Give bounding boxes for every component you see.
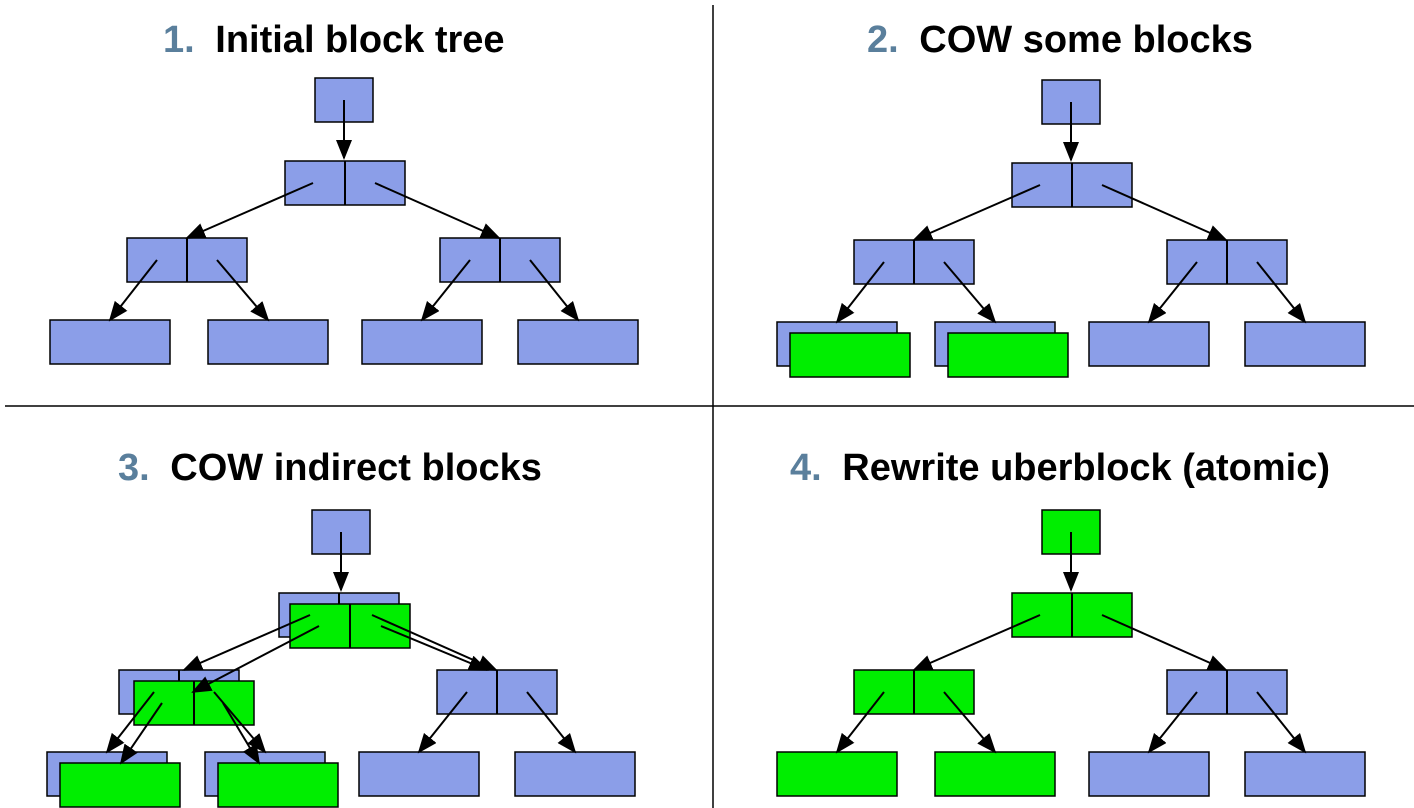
- arrow-left-to-leaf-1: [108, 259, 158, 322]
- leaf-block-3: [1088, 321, 1210, 367]
- leaf-block-2: [207, 319, 329, 365]
- leaf-block-1: [776, 751, 898, 797]
- panel-3-title: 3. COW indirect blocks: [118, 447, 542, 489]
- arrow-right-to-leaf-3: [1147, 261, 1198, 324]
- panel-4-tree: [776, 509, 1366, 797]
- panel-2-label: COW some blocks: [919, 19, 1253, 61]
- leaf-block-3: [361, 319, 483, 365]
- arrow-top-to-left: [182, 614, 311, 671]
- leaf-block-new-2: [947, 332, 1069, 378]
- arrow-left-to-leaf-2: [943, 261, 997, 324]
- panel-2-tree: [776, 79, 1366, 378]
- leaf-block-3: [1088, 751, 1210, 797]
- arrow-right-to-leaf-4: [526, 691, 577, 754]
- panel-2-title: 2. COW some blocks: [867, 19, 1253, 61]
- arrow-right-to-leaf-4: [1256, 261, 1307, 324]
- arrow-top-to-right: [374, 182, 501, 239]
- arrow-left-to-leaf-2: [943, 691, 997, 754]
- arrow-left-to-leaf-1: [835, 691, 885, 754]
- arrow-left-to-leaf-1: [835, 261, 885, 324]
- arrow-newtop-to-left: [191, 625, 320, 693]
- arrow-top-to-left: [185, 182, 314, 239]
- leaf-block-4: [514, 751, 636, 797]
- arrow-right-to-leaf-4: [529, 259, 580, 322]
- panel-3-tree: [46, 509, 636, 808]
- panel-1-number: 1.: [163, 19, 195, 61]
- arrow-newtop-to-right: [380, 625, 489, 671]
- panel-1-label: Initial block tree: [215, 19, 504, 61]
- panel-1-title: 1. Initial block tree: [163, 19, 505, 61]
- panel-4-title: 4. Rewrite uberblock (atomic): [790, 447, 1330, 489]
- arrow-right-to-leaf-3: [1147, 691, 1198, 754]
- leaf-block-4: [1244, 321, 1366, 367]
- panel-3-number: 3.: [118, 447, 150, 489]
- arrow-left-to-leaf-2: [213, 691, 267, 754]
- panel-2-number: 2.: [867, 19, 899, 61]
- panel-3-label: COW indirect blocks: [170, 447, 542, 489]
- arrow-top-to-left: [912, 184, 1041, 241]
- leaf-block-4: [517, 319, 639, 365]
- leaf-block-2: [934, 751, 1056, 797]
- arrow-left-to-leaf-1: [105, 691, 155, 754]
- arrow-left-to-leaf-2: [216, 259, 270, 322]
- arrow-top-to-left: [912, 614, 1041, 671]
- arrow-right-to-leaf-3: [417, 691, 468, 754]
- arrow-newleft-to-leaf-1: [119, 702, 163, 765]
- panel-1-tree: [49, 77, 639, 365]
- leaf-block-1: [49, 319, 171, 365]
- arrow-top-to-right: [1101, 184, 1228, 241]
- leaf-block-new-1: [789, 332, 911, 378]
- arrow-right-to-leaf-3: [420, 259, 471, 322]
- leaf-block-4: [1244, 751, 1366, 797]
- arrow-newleft-to-leaf-2: [222, 702, 261, 765]
- arrow-top-to-right: [1101, 614, 1228, 671]
- leaf-block-new-2: [217, 762, 339, 808]
- leaf-block-new-1: [59, 762, 181, 808]
- arrow-right-to-leaf-4: [1256, 691, 1307, 754]
- panel-4-number: 4.: [790, 447, 822, 489]
- leaf-block-3: [358, 751, 480, 797]
- panel-4-label: Rewrite uberblock (atomic): [842, 447, 1330, 489]
